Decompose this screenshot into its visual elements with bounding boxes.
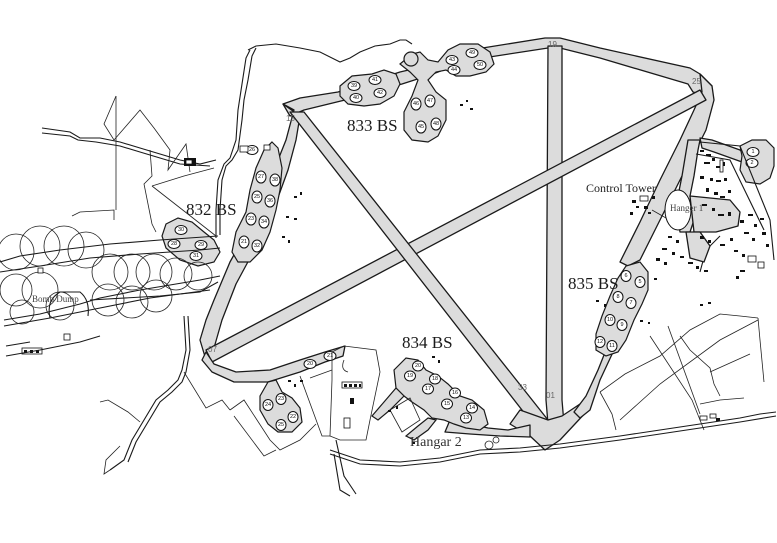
building-clutter-east	[656, 150, 769, 279]
hardstand-number: 36	[267, 198, 273, 204]
hardstand-number: 1	[751, 149, 754, 155]
hardstand-number: 5	[638, 279, 641, 285]
hardstand-number: 16	[452, 390, 458, 396]
hardstand-833-items: 39 41 40 42 43 49 44 50 46 47 45 48	[347, 48, 487, 134]
runway-number-01: 01	[546, 391, 555, 400]
hardstand-number: 40	[353, 95, 359, 101]
hardstand-number: 47	[427, 98, 433, 104]
hardstand-number: 22	[290, 414, 296, 420]
bomb-dump-area	[0, 225, 221, 357]
hardstand-number: 31	[193, 253, 199, 259]
hardstand-number: 26	[249, 147, 255, 153]
runways	[199, 37, 715, 451]
hardstand-group-834: 20 19 18 17 16 15 14 13	[371, 357, 489, 441]
hardstand-number: 45	[418, 124, 424, 130]
hardstand-number: 25	[254, 194, 260, 200]
hardstand-number: 15	[444, 401, 450, 407]
hardstand-number: 34	[261, 219, 267, 225]
runway-number-07: 07	[208, 345, 217, 354]
hardstand-832-items: 27 38 25 36 23 34 21 32 30 28 29 31	[167, 170, 281, 261]
hardstand-number: 11	[609, 343, 615, 349]
hardstand-number: 13	[463, 415, 469, 421]
hardstand-number: 20	[307, 361, 313, 367]
hardstand-number: 29	[198, 242, 204, 248]
hangar-1-label: Hanger 1	[670, 203, 703, 213]
hangar-2-label: Hangar 2	[410, 435, 462, 450]
hardstand-number: 21	[327, 353, 333, 359]
dispersal-arcs	[0, 225, 213, 325]
hardstand-number: 25	[278, 422, 284, 428]
hardstand-number: 18	[432, 376, 438, 382]
squadron-label-833: 833 BS	[347, 116, 398, 135]
map-labels: 833 BS 832 BS 834 BS 835 BS Control Towe…	[32, 40, 703, 450]
hardstand-number: 32	[254, 243, 260, 249]
technical-site	[630, 139, 775, 279]
hardstand-number: 46	[413, 101, 419, 107]
perimeter-track-southeast	[573, 344, 615, 419]
hardstand-number: 12	[597, 339, 603, 345]
hardstand-group-833: 39 41 40 42 43 49 44 50 46 47 45 48	[339, 43, 495, 143]
hardstand-number: 23	[248, 216, 254, 222]
hardstand-number: 49	[469, 50, 475, 56]
squadron-label-835: 835 BS	[568, 274, 619, 293]
hardstand-number: 24	[265, 402, 271, 408]
hardstand-number: 41	[372, 77, 378, 83]
bomb-dump-label: Bomb Dump	[32, 294, 79, 304]
hardstand-835-items: 6 5 8 7 10 9 12 11	[594, 270, 646, 352]
hardstand-number: 10	[607, 317, 613, 323]
runway-number-25: 25	[692, 77, 701, 86]
hardstand-number: 39	[351, 83, 357, 89]
perimeter-track-southwest	[201, 345, 346, 383]
hardstand-number: 20	[415, 363, 421, 369]
hardstand-number: 27	[258, 174, 264, 180]
hardstand-number: 23	[278, 396, 284, 402]
roads-and-boundaries	[41, 39, 777, 497]
runway-19-01	[545, 45, 565, 425]
hardstand-number: 28	[171, 241, 177, 247]
perimeter-track-east	[619, 73, 715, 267]
hardstand-number: 44	[451, 67, 457, 73]
hardstand-number: 48	[433, 121, 439, 127]
control-tower-label: Control Tower	[586, 181, 656, 195]
runway-number-33: 33	[518, 383, 527, 392]
hardstand-number: 14	[469, 405, 475, 411]
hardstand-number: 2	[750, 160, 753, 166]
perimeter-track-north	[282, 37, 713, 117]
runway-number-15: 15	[286, 114, 295, 123]
hardstand-group-832: 27 38 25 36 23 34 21 32 30 28 29 31 26	[161, 141, 283, 267]
squadron-label-834: 834 BS	[402, 333, 453, 352]
hardstand-group-835: 6 5 8 7 10 9 12 11	[594, 261, 649, 357]
hardstand-number: 9	[620, 322, 623, 328]
hardstand-number: 30	[178, 227, 184, 233]
hardstand-number: 50	[477, 62, 483, 68]
hardstand-number: 17	[425, 386, 431, 392]
scattered-markers	[282, 100, 711, 444]
hardstand-number: 38	[272, 177, 278, 183]
hardstand-number: 43	[449, 57, 455, 63]
hardstand-southwest-items: 24 23 25 22	[262, 393, 299, 431]
hardstand-group-east: 1 2	[699, 137, 775, 185]
squadron-label-832: 832 BS	[186, 200, 237, 219]
runway-number-19: 19	[548, 40, 557, 49]
hardstand-number: 6	[624, 273, 627, 279]
hangar-1-building	[664, 189, 692, 231]
hardstand-number: 42	[377, 90, 383, 96]
hardstand-number: 8	[616, 294, 619, 300]
hardstand-number: 21	[241, 239, 247, 245]
hardstand-number: 19	[407, 373, 413, 379]
control-tower-building	[630, 195, 667, 219]
hardstand-number: 7	[629, 300, 632, 306]
hardstand-group-southwest: 24 23 25 22 20 21	[259, 351, 337, 433]
hardstand-834-items: 20 19 18 17 16 15 14 13	[404, 360, 478, 424]
